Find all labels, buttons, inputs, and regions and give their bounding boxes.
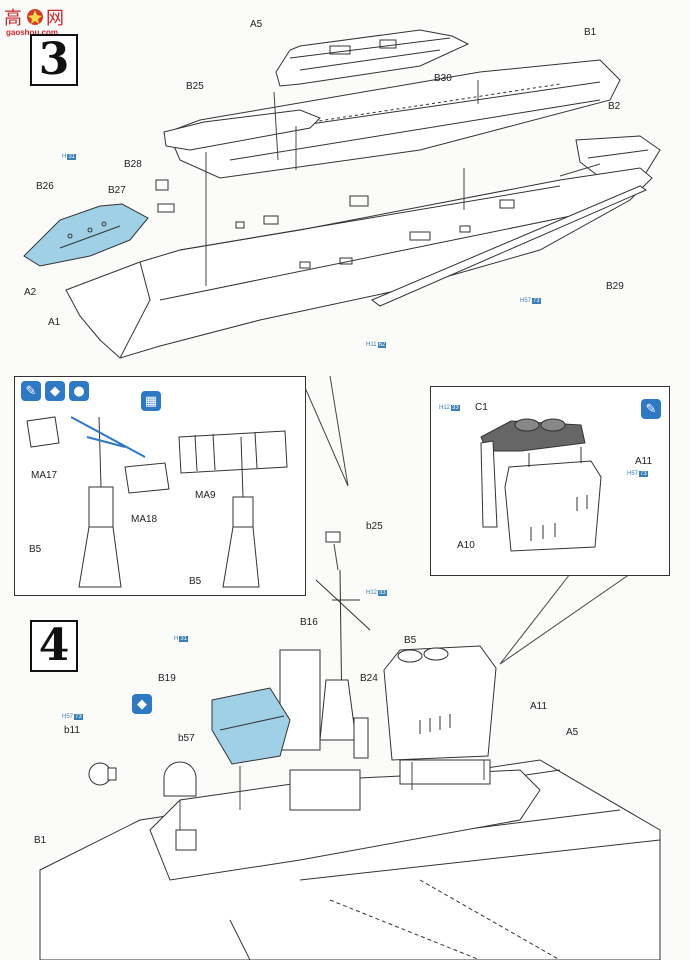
part-hull-a1-a2	[65, 167, 653, 359]
label-b2: B2	[608, 101, 621, 112]
step4-island	[149, 759, 541, 881]
svg-text:高: 高	[4, 8, 22, 29]
label-b30: B30	[434, 73, 452, 84]
part-b11	[88, 762, 117, 786]
label-b24: B24	[360, 673, 378, 684]
label-c1: C1	[475, 402, 488, 413]
label-b29: B29	[606, 281, 624, 292]
label-a2: A2	[24, 287, 37, 298]
step-4-number: 4	[38, 620, 70, 671]
drop-icon: ●	[69, 381, 89, 401]
label-ma18: MA18	[131, 514, 158, 525]
part-b24	[353, 717, 369, 759]
label-b28: B28	[124, 159, 142, 170]
label-b25-step4: b25	[366, 521, 383, 532]
step-4-box: 4	[30, 620, 78, 672]
part-b57	[163, 761, 197, 797]
label-a11-inset: A11	[635, 456, 653, 467]
label-b5-right: B5	[189, 576, 202, 587]
step3-arrows	[205, 80, 601, 286]
label-a1: A1	[48, 317, 61, 328]
site-watermark-logo: 高 网 gaoshou.com	[2, 4, 72, 38]
part-b29	[371, 185, 648, 307]
label-ma17: MA17	[31, 470, 58, 481]
label-b5-left: B5	[29, 544, 42, 555]
label-b19: B19	[158, 673, 176, 684]
label-a5-step4: A5	[566, 727, 579, 738]
label-b11: b11	[64, 725, 80, 736]
part-b25	[163, 109, 321, 151]
label-b1: B1	[584, 27, 597, 38]
inset-mast-detail: ✎ ◆ ● ▦ MA17 MA18 MA9 B5 B5	[14, 376, 306, 596]
step4-arrows	[179, 543, 485, 830]
part-a5-island	[275, 29, 470, 87]
label-b27: B27	[108, 185, 126, 196]
part-b19-bridge	[211, 687, 291, 765]
label-b5-step4: B5	[404, 635, 417, 646]
part-b28	[155, 179, 169, 191]
part-a11-funnel	[383, 645, 497, 761]
part-b5-mast	[315, 569, 371, 741]
decal-icon: ▦	[141, 391, 161, 411]
part-b16	[279, 649, 321, 751]
label-b57: b57	[178, 733, 195, 744]
label-b16: B16	[300, 617, 318, 628]
brush-icon: ✎	[21, 381, 41, 401]
label-a5: A5	[250, 19, 263, 30]
label-ma9: MA9	[195, 490, 216, 501]
step-3-number: 3	[38, 34, 70, 85]
callout-right	[499, 573, 631, 665]
part-b25-small	[325, 531, 341, 543]
part-b27	[157, 203, 175, 213]
callout-left	[299, 375, 349, 487]
label-b25: B25	[186, 81, 204, 92]
label-b1-step4: B1	[34, 835, 47, 846]
label-a11-step4: A11	[530, 701, 548, 712]
flip-icon: ◆	[45, 381, 65, 401]
brush-icon: ✎	[641, 399, 661, 419]
step-3-box: 3	[30, 34, 78, 86]
part-b26-bow	[23, 203, 149, 267]
svg-text:网: 网	[46, 8, 64, 29]
label-b26: B26	[36, 181, 54, 192]
watermark-url: gaoshou.com	[6, 28, 59, 37]
flip-icon: ◆	[132, 694, 152, 714]
label-a10: A10	[457, 540, 475, 551]
